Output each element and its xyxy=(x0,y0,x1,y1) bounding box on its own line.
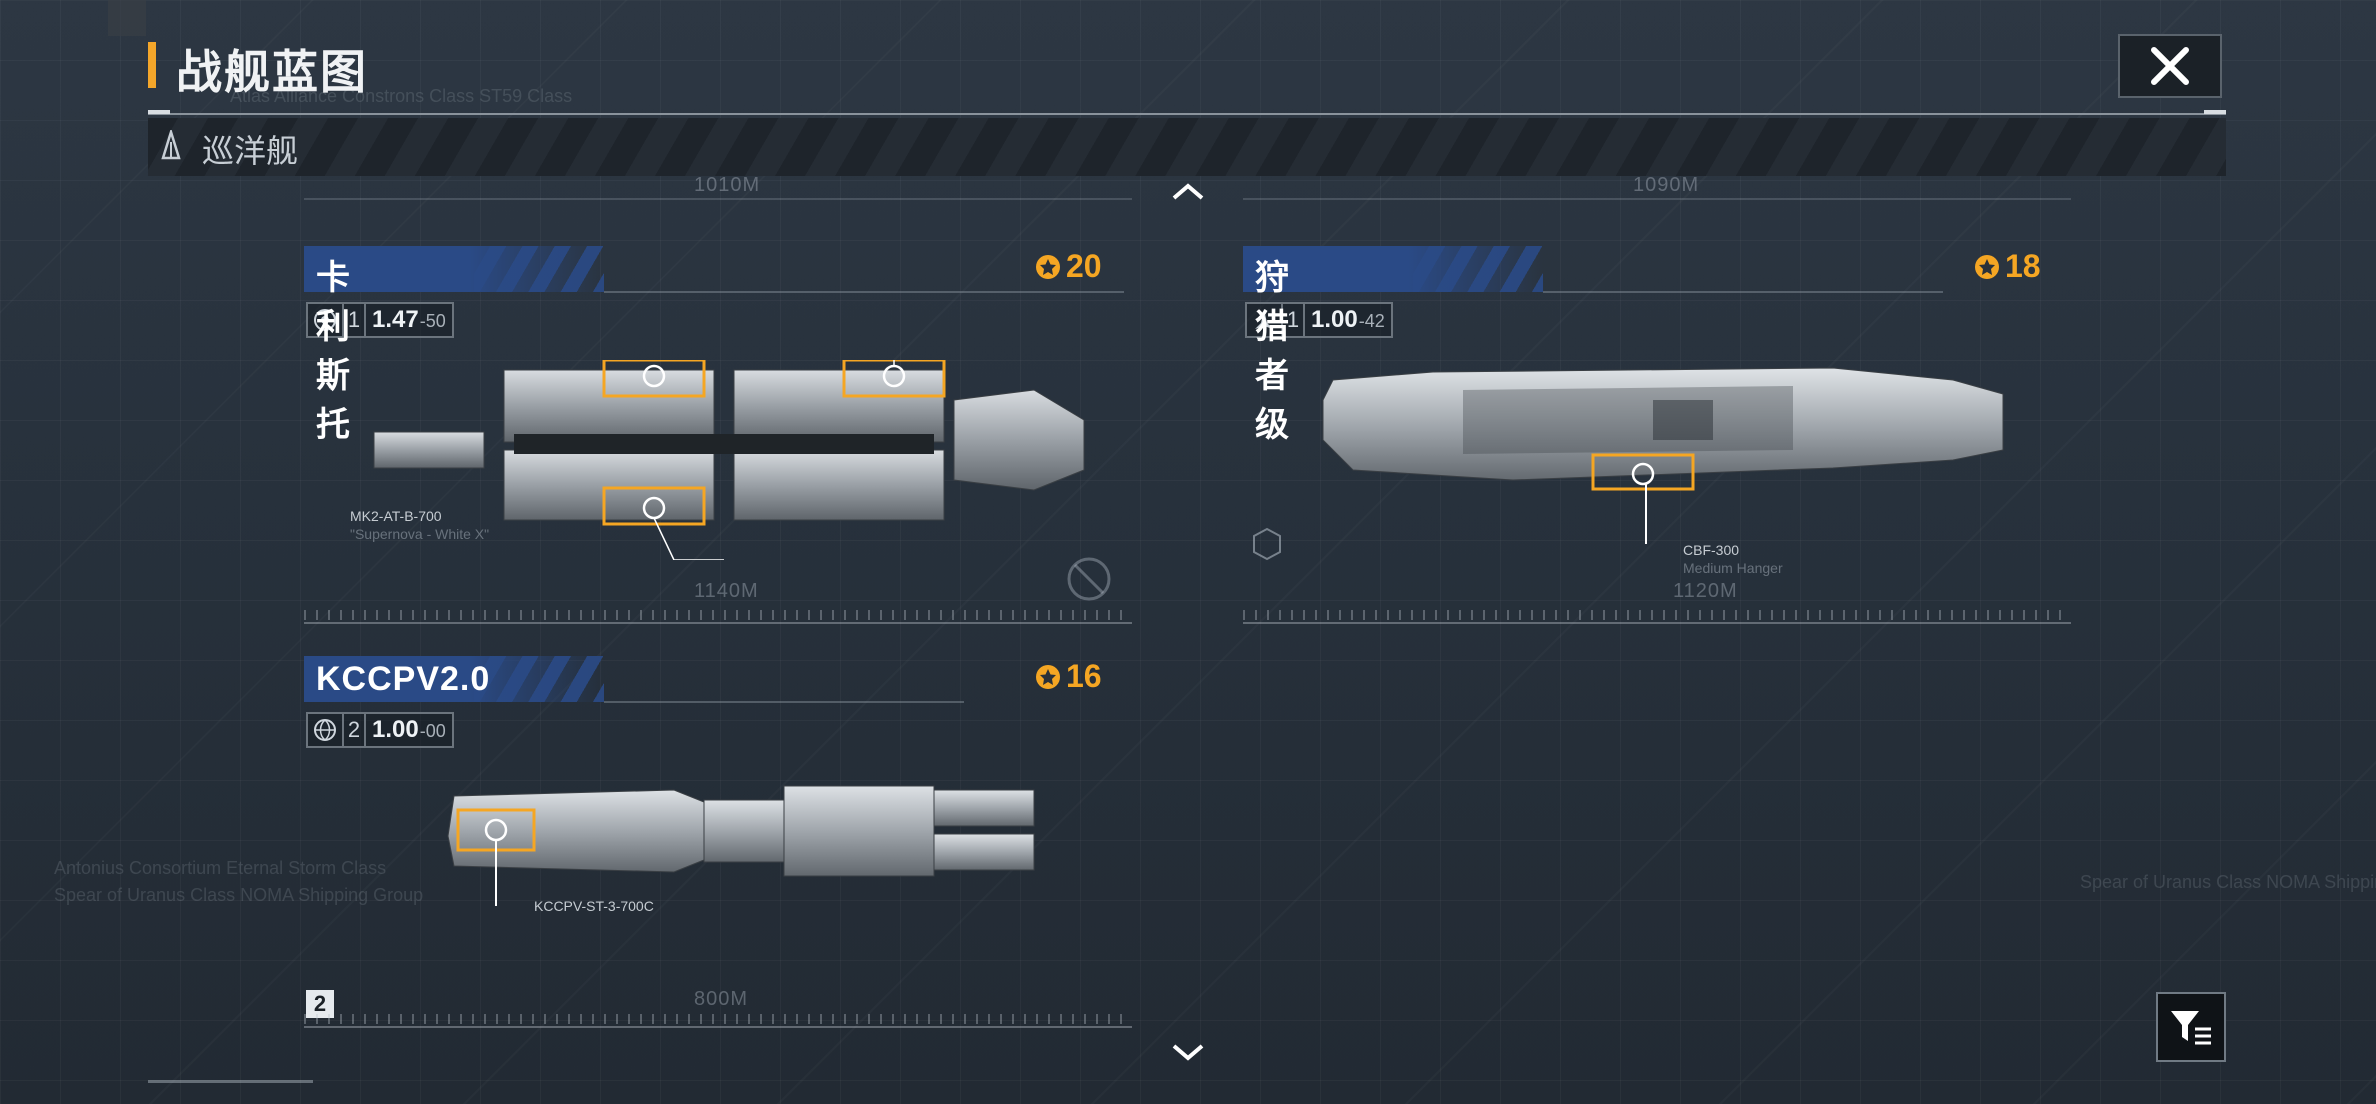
ship-hunter-image xyxy=(1322,367,2004,491)
ship-length: 1140M xyxy=(694,580,759,602)
header-divider xyxy=(148,113,2226,115)
ruler xyxy=(304,610,1132,620)
ship-value-sub: -00 xyxy=(419,721,446,741)
divider-tip xyxy=(148,110,170,114)
page-title: 战舰蓝图 xyxy=(176,46,368,98)
fighter-icon xyxy=(1247,304,1283,336)
ship-name-plate xyxy=(304,246,604,292)
gear-globe-icon xyxy=(308,304,344,336)
prohibit-icon xyxy=(1067,557,1111,601)
ruler xyxy=(1243,622,2071,624)
scroll-down-icon[interactable] xyxy=(1170,1040,1206,1064)
ship-name-plate xyxy=(1243,246,1543,292)
ruler xyxy=(1243,198,2071,214)
ship-kccpv-image xyxy=(447,785,1035,877)
ship-score: 18 xyxy=(1973,248,2041,285)
badge-star-icon xyxy=(1036,254,1060,279)
name-line xyxy=(1543,291,1943,293)
top-distance: 1010M xyxy=(694,174,761,196)
weapon-sub: "Supernova - White X" xyxy=(350,526,490,542)
ship-card-kccpv[interactable]: KCCPV2.0 16 2 1.00-00 KCCPV-ST-3-700C 2 … xyxy=(304,656,1134,1036)
category-label: 巡洋舰 xyxy=(202,133,299,169)
ship-score: 20 xyxy=(1034,248,1102,285)
scroll-indicator xyxy=(148,1080,313,1083)
ship-name-plate xyxy=(304,656,604,702)
ruler xyxy=(304,198,1132,214)
name-line xyxy=(604,701,964,703)
badge-star-icon xyxy=(1975,254,1999,279)
ship-card-hunter[interactable]: 1090M 狩猎者级 18 1 1.00-42 CBF-300 Medium H… xyxy=(1243,174,2073,630)
ship-score: 16 xyxy=(1034,658,1102,695)
top-distance: 1090M xyxy=(1633,174,1700,196)
bg-text: Atlas Alliance Constrons Class ST59 Clas… xyxy=(230,86,573,106)
ship-level: 1 xyxy=(344,304,366,336)
weapon-label: MK2-AT-B-700 xyxy=(350,508,442,524)
ship-name: KCCPV2.0 xyxy=(316,660,491,698)
ruler xyxy=(1243,610,2071,620)
name-line xyxy=(604,291,1124,293)
page-badge: 2 xyxy=(306,990,334,1018)
corner-shade xyxy=(108,0,146,36)
hexagon-icon xyxy=(1253,527,1281,561)
ruler xyxy=(304,1014,1132,1024)
scroll-up-icon[interactable] xyxy=(1170,180,1206,204)
score-value: 18 xyxy=(2005,248,2041,284)
globe-icon xyxy=(308,714,344,746)
ship-level: 2 xyxy=(344,714,366,746)
ship-value: 1.00 xyxy=(1311,306,1358,333)
filter-button[interactable] xyxy=(2156,992,2226,1062)
badge-star-icon xyxy=(1036,664,1060,689)
ship-stats: 1 1.00-42 xyxy=(1245,302,1393,338)
score-value: 16 xyxy=(1066,658,1102,694)
ship-value: 1.47 xyxy=(372,306,419,333)
divider-tip xyxy=(2204,110,2226,114)
ship-length: 800M xyxy=(694,988,749,1010)
ship-callisto-image xyxy=(373,360,1085,560)
ship-value-sub: -42 xyxy=(1358,311,1385,331)
bg-text: Spear of Uranus Class NOMA Shipping Grou… xyxy=(54,885,424,905)
close-icon xyxy=(2151,47,2189,85)
ship-card-callisto[interactable]: 1010M 卡利斯托 20 1 1.47-50 MK2-AT-B-700 "Su… xyxy=(304,174,1134,630)
ship-level: 1 xyxy=(1283,304,1305,336)
filter-icon xyxy=(2171,1011,2211,1045)
score-value: 20 xyxy=(1066,248,1102,284)
ship-name: 卡利斯托 xyxy=(316,259,351,444)
category-bar[interactable]: 巡洋舰 xyxy=(148,118,2226,176)
weapon-label: CBF-300 xyxy=(1683,542,1740,558)
ship-value: 1.00 xyxy=(372,716,419,743)
weapon-label: KCCPV-ST-3-700C xyxy=(534,898,654,914)
ship-name: 狩猎者级 xyxy=(1255,259,1290,444)
title-accent-bar xyxy=(148,42,156,88)
ship-value-sub: -50 xyxy=(419,311,446,331)
callout-line xyxy=(1645,484,1647,544)
callout-line xyxy=(495,840,497,906)
bg-text: Spear of Uranus Class NOMA Shipping xyxy=(2080,872,2376,892)
close-button[interactable] xyxy=(2118,34,2222,98)
ruler xyxy=(304,1026,1132,1028)
cruiser-icon xyxy=(161,130,181,160)
ship-length: 1120M xyxy=(1673,580,1738,602)
ship-stats: 1 1.47-50 xyxy=(306,302,454,338)
ship-stats: 2 1.00-00 xyxy=(306,712,454,748)
bg-text: Antonius Consortium Eternal Storm Class xyxy=(54,858,387,878)
weapon-sub: Medium Hanger xyxy=(1683,560,1783,576)
ruler xyxy=(304,622,1132,624)
